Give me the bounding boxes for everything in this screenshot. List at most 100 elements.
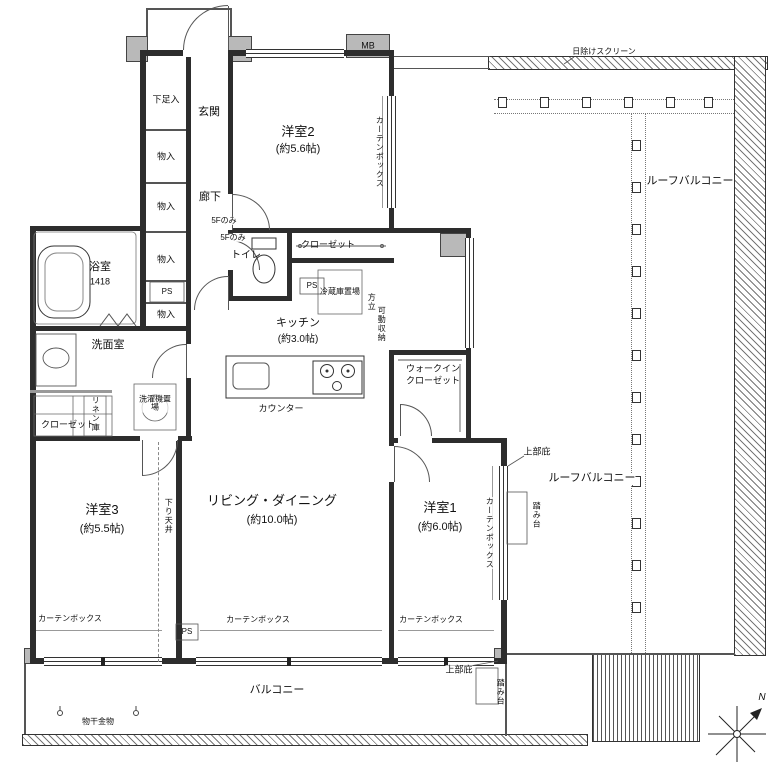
kitchen-counter-icon bbox=[225, 355, 365, 399]
screen-post bbox=[632, 182, 641, 193]
laundry-hardware-label: 物干金物 bbox=[82, 716, 114, 726]
room3-door-arc bbox=[142, 440, 178, 476]
storage-label: 物入 bbox=[156, 309, 176, 320]
eave-leader-line bbox=[469, 56, 575, 667]
closet-divider bbox=[146, 302, 186, 304]
living-door-arc bbox=[194, 276, 228, 310]
wall bbox=[287, 258, 394, 263]
kitchen-label: キッチン bbox=[276, 317, 320, 330]
curtain-box-line bbox=[200, 630, 382, 631]
curtain-box-label: カーテンボックス bbox=[375, 116, 385, 188]
step-label: 踏み台 bbox=[532, 501, 542, 529]
curtain-box-label: カーテンボックス bbox=[484, 497, 495, 569]
bath-label: 浴室 bbox=[89, 261, 111, 274]
door-opening bbox=[183, 49, 228, 57]
roof-balcony-label: ルーフバルコニー bbox=[646, 175, 734, 188]
roof-balcony-parapet-line bbox=[394, 68, 490, 69]
balcony-parapet bbox=[22, 734, 588, 746]
parapet-band-right bbox=[734, 56, 766, 656]
screen-post bbox=[540, 97, 549, 108]
hallway-label: 廊下 bbox=[199, 191, 221, 204]
wall bbox=[30, 326, 190, 331]
movable-storage-label: 可動収納 bbox=[377, 306, 387, 342]
only-5f-label: 5Fのみ bbox=[211, 215, 237, 226]
ps-label: PS bbox=[161, 286, 173, 296]
storage-label: 物入 bbox=[156, 151, 176, 162]
only-5f-label: 5Fのみ bbox=[220, 232, 246, 243]
room1-door-leaf bbox=[394, 446, 395, 482]
laundry-hook-icon bbox=[57, 706, 139, 716]
window-mullion bbox=[444, 657, 448, 666]
washbasin-icon bbox=[35, 333, 77, 387]
wall bbox=[232, 228, 471, 233]
stair-block bbox=[592, 654, 700, 742]
ps-label: PS bbox=[181, 626, 193, 636]
wall-thin bbox=[30, 390, 112, 393]
wall bbox=[140, 226, 146, 330]
compass-icon bbox=[708, 706, 766, 762]
living-door-leaf bbox=[228, 276, 229, 310]
bath-folding-door-icon bbox=[99, 313, 137, 327]
closet-label: クローゼット bbox=[40, 419, 96, 430]
door-opening bbox=[140, 436, 178, 441]
door-opening bbox=[228, 194, 233, 230]
wall bbox=[466, 350, 471, 443]
room3-area-label: (約5.5帖) bbox=[79, 523, 125, 536]
wall bbox=[140, 50, 146, 230]
screen-post bbox=[632, 434, 641, 445]
screen-post bbox=[704, 97, 713, 108]
storage-label: 物入 bbox=[156, 201, 176, 212]
window bbox=[387, 96, 396, 208]
porch-line bbox=[146, 8, 148, 52]
curtain-box-label: カーテンボックス bbox=[38, 613, 102, 623]
room3-label: 洋室3 bbox=[85, 502, 119, 518]
curtain-box-label: カーテンボックス bbox=[226, 614, 290, 624]
closet-divider bbox=[146, 280, 186, 282]
wic-label-line1: ウォークイン bbox=[405, 363, 461, 374]
wic-label-line2: クローゼット bbox=[405, 375, 461, 386]
fridge-label: 冷蔵庫置場 bbox=[320, 286, 360, 296]
balcony-label: バルコニー bbox=[249, 684, 305, 697]
screen-post bbox=[632, 266, 641, 277]
screen-post bbox=[632, 224, 641, 235]
roof-balcony-parapet-line bbox=[394, 56, 490, 57]
wall bbox=[30, 226, 36, 664]
wic-door-arc bbox=[400, 404, 432, 436]
balcony-divider bbox=[505, 664, 507, 736]
screen-post bbox=[632, 140, 641, 151]
wall bbox=[228, 50, 233, 232]
living-area-label: (約10.0帖) bbox=[246, 514, 298, 527]
kitchen-area-label: (約3.0帖) bbox=[277, 333, 319, 345]
balcony-edge-left bbox=[24, 664, 26, 734]
screen-frame-line bbox=[494, 113, 734, 114]
storage-label: 物入 bbox=[156, 254, 176, 265]
closet-divider bbox=[146, 129, 186, 131]
screen-post bbox=[666, 97, 675, 108]
wall bbox=[30, 226, 146, 231]
screen-frame-line bbox=[645, 113, 646, 653]
room2-area-label: (約5.6帖) bbox=[275, 143, 321, 156]
bathtub-icon bbox=[37, 245, 91, 319]
wall bbox=[186, 50, 191, 330]
closet-divider bbox=[146, 231, 186, 233]
washroom-door-arc bbox=[152, 344, 186, 378]
porch-line bbox=[230, 8, 232, 52]
window bbox=[499, 466, 508, 600]
entrance-label: 玄関 bbox=[198, 106, 220, 119]
screen-post bbox=[624, 97, 633, 108]
room2-label: 洋室2 bbox=[281, 124, 315, 140]
screen-post bbox=[632, 518, 641, 529]
window-mullion bbox=[101, 657, 105, 666]
wic-door-leaf bbox=[400, 404, 401, 436]
screen-frame-line bbox=[631, 113, 632, 653]
curtain-box-line bbox=[36, 630, 162, 631]
wall bbox=[186, 330, 191, 440]
screen-post bbox=[498, 97, 507, 108]
room2-door-leaf bbox=[232, 194, 233, 230]
roof-balcony-label: ルーフバルコニー bbox=[548, 472, 636, 485]
wall bbox=[287, 232, 292, 301]
roof-balcony-edge bbox=[507, 653, 735, 655]
dropped-ceiling-label: 下り天井 bbox=[164, 498, 174, 534]
dropped-ceiling-line bbox=[158, 442, 159, 662]
